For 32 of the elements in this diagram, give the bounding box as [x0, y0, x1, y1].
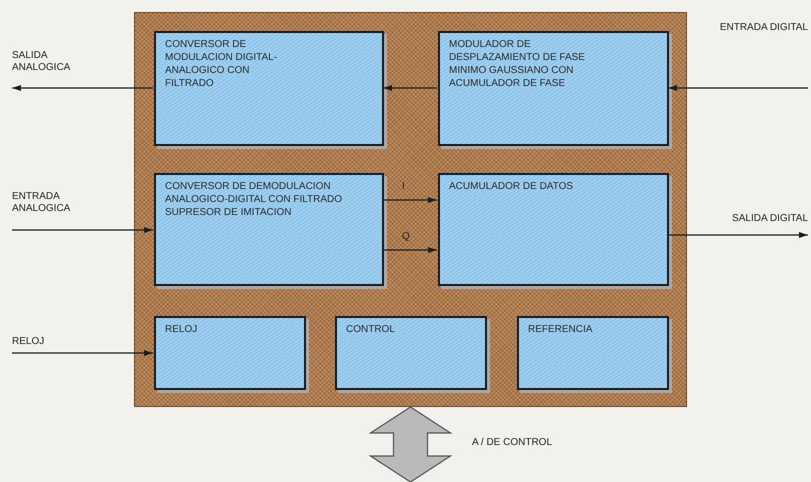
- block-label: CONVERSOR DE MODULACION DIGITAL-ANALOGICO CON FILTRADO: [165, 38, 278, 90]
- block-box: [335, 316, 487, 390]
- arrow: [668, 232, 808, 238]
- signal-label: ENTRADA ANALOGICA: [12, 191, 102, 217]
- arrow: [12, 227, 153, 233]
- block-label: ACUMULADOR DE DATOS: [449, 180, 574, 193]
- arrow: [383, 197, 437, 203]
- edge-label: I: [402, 181, 405, 192]
- signal-label: SALIDA ANALOGICA: [12, 50, 102, 76]
- block-label: MODULADOR DE DESPLAZAMIENTO DE FASE MINIMO GAUSSIANO CON ACUMULADOR DE FASE: [449, 38, 586, 90]
- block-box: [438, 173, 669, 286]
- double-arrow: [368, 406, 453, 482]
- arrow: [668, 85, 808, 91]
- block-box: [154, 173, 384, 286]
- block-label: CONTROL: [346, 323, 396, 336]
- arrow: [12, 350, 153, 356]
- block-box: [517, 316, 669, 390]
- block-label: RELOJ: [165, 323, 198, 336]
- block-box: [438, 31, 669, 146]
- block-box: [154, 316, 306, 390]
- signal-label: RELOJ: [12, 336, 72, 350]
- block-label: CONVERSOR DE DEMODULACION ANALOGICO-DIGITAL CON FILTRADO SUPRESOR DE IMITACION: [165, 180, 344, 219]
- signal-label: ENTRADA DIGITAL: [718, 22, 808, 48]
- block-label: REFERENCIA: [528, 323, 594, 336]
- block-box: [154, 31, 384, 146]
- arrow: [383, 247, 437, 253]
- bus-label: A / DE CONTROL: [472, 437, 552, 448]
- arrow: [383, 85, 437, 91]
- signal-label: SALIDA DIGITAL: [718, 213, 808, 239]
- chip-box: [134, 12, 687, 407]
- edge-label: Q: [402, 231, 410, 242]
- arrow: [12, 85, 153, 91]
